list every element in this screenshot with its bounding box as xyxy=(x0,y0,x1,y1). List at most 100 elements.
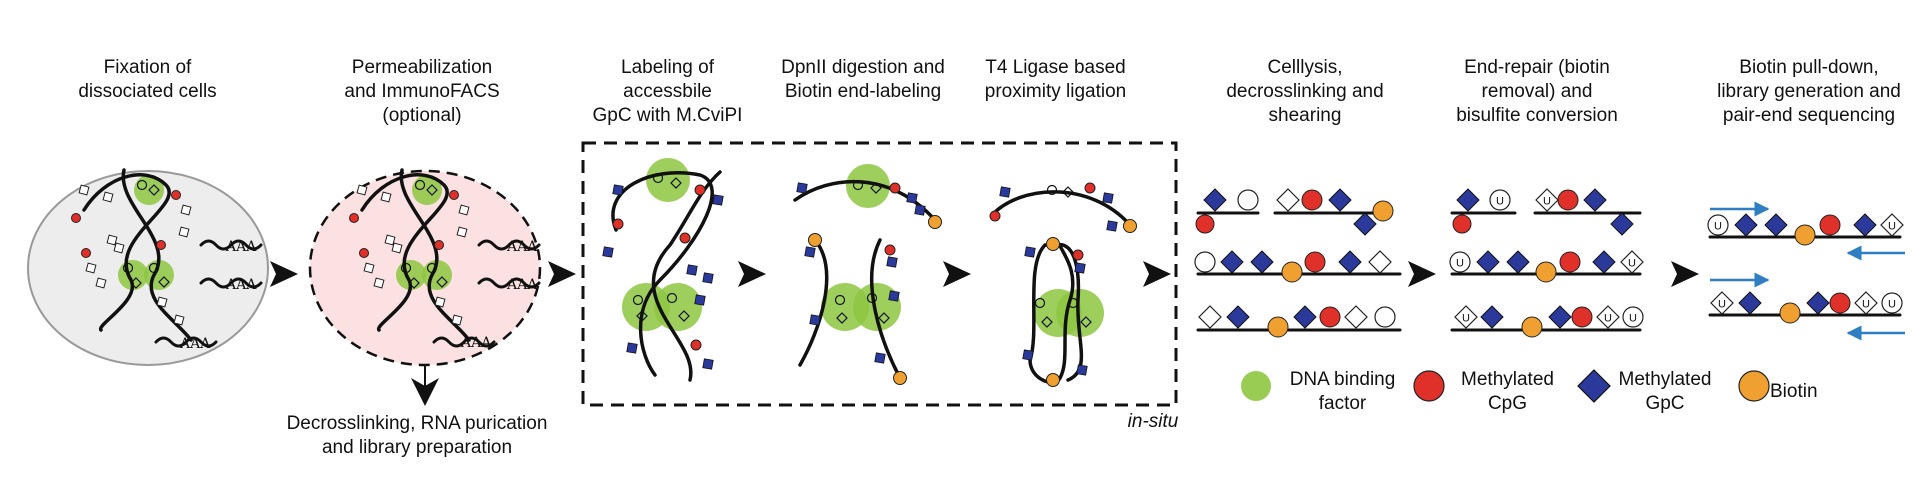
legend-symbol-methylated-gpc xyxy=(1577,369,1611,403)
methylated-gpc-mark xyxy=(804,246,816,258)
rna-transcript xyxy=(199,277,263,289)
methylated-gpc xyxy=(1338,250,1362,274)
uracil-letter: U xyxy=(1888,221,1896,233)
uracil-letter: U xyxy=(1714,221,1722,233)
methylated-gpc xyxy=(1734,213,1758,237)
methylated-cpg xyxy=(1829,292,1851,314)
uracil-letter: U xyxy=(1888,299,1896,311)
unmethylated-gpc xyxy=(1368,250,1392,274)
methylated-gpc xyxy=(1293,305,1317,329)
cpg-site xyxy=(1046,184,1058,196)
gpc-site xyxy=(426,184,438,196)
biotin xyxy=(1779,302,1801,324)
methylated-cpg xyxy=(349,213,359,223)
polya-label: AAA xyxy=(226,239,257,255)
rna-transcript xyxy=(477,277,541,289)
gpc-site xyxy=(458,204,470,216)
unmethylated-cpg xyxy=(1449,251,1471,273)
unmethylated-gpc xyxy=(1710,291,1734,315)
cpg-site xyxy=(1067,297,1079,309)
process-arrow xyxy=(1671,261,1699,287)
biotin xyxy=(1521,316,1543,338)
methylated-cpg xyxy=(1084,182,1096,194)
gpc-site xyxy=(670,177,682,189)
methylated-gpc xyxy=(1610,212,1634,236)
cpg-site xyxy=(632,294,644,306)
methylated-cpg xyxy=(1559,251,1581,273)
cpg-site xyxy=(414,179,426,191)
polya-label: AAA xyxy=(461,335,492,351)
methylated-gpc-mark xyxy=(874,352,886,364)
methylated-gpc xyxy=(1548,305,1572,329)
methylated-gpc-mark xyxy=(712,194,724,206)
polya-label: AAA xyxy=(180,336,211,352)
methylated-cpg xyxy=(71,213,81,223)
biotin xyxy=(1794,224,1816,246)
biotin xyxy=(1046,373,1060,387)
methylated-cpg xyxy=(884,244,896,256)
methylated-cpg xyxy=(612,218,624,230)
dna-strand xyxy=(611,171,714,377)
dna-strand xyxy=(651,170,722,382)
gpc-site xyxy=(870,182,882,194)
uracil-letter: U xyxy=(1629,313,1637,325)
cpg-site xyxy=(1034,297,1046,309)
methylated-cpg xyxy=(171,190,181,200)
biotin xyxy=(1046,237,1060,251)
methylated-gpc xyxy=(1226,305,1250,329)
dna-binding-factor xyxy=(846,164,890,208)
gpc-site xyxy=(356,184,368,196)
methylated-gpc-mark xyxy=(1074,262,1086,274)
legend-symbol-biotin xyxy=(1738,370,1770,402)
cpg-site xyxy=(652,172,664,184)
unmethylated-gpc xyxy=(1596,305,1620,329)
dna-binding-factor xyxy=(853,283,901,331)
gpc-site xyxy=(373,277,385,289)
cpg-site xyxy=(136,179,148,191)
methylated-gpc xyxy=(1583,188,1607,212)
methylated-cpg xyxy=(1319,306,1341,328)
process-arrow xyxy=(943,261,971,287)
methylated-cpg xyxy=(1072,249,1084,261)
methylated-gpc-mark xyxy=(809,314,821,326)
gpc-site xyxy=(451,314,463,326)
legend-symbol-methylated-cpg xyxy=(1413,370,1445,402)
methylated-gpc xyxy=(1738,291,1762,315)
methylated-cpg xyxy=(359,248,369,258)
unmethylated-cpg xyxy=(1237,189,1259,211)
gpc-site xyxy=(178,226,190,238)
methylated-cpg xyxy=(1557,189,1579,211)
gpc-site xyxy=(1062,186,1074,198)
rna-transcript xyxy=(477,239,541,251)
gpc-site xyxy=(678,310,690,322)
methylated-gpc-mark xyxy=(796,182,808,194)
methylated-gpc xyxy=(1480,305,1504,329)
methylated-gpc xyxy=(1328,188,1352,212)
methylated-gpc-mark xyxy=(906,192,918,204)
biotin xyxy=(1123,219,1137,233)
methylated-gpc xyxy=(1853,213,1877,237)
dna-strand xyxy=(1028,243,1075,384)
process-arrow xyxy=(270,261,298,287)
polya-label: AAA xyxy=(507,239,538,255)
unmethylated-gpc xyxy=(1535,188,1559,212)
methylated-cpg xyxy=(1301,189,1323,211)
cpg-site xyxy=(666,292,678,304)
methylated-cpg xyxy=(1195,214,1215,234)
biotin xyxy=(893,371,907,385)
biotin xyxy=(928,215,942,229)
methylated-gpc-mark xyxy=(694,294,706,306)
methylated-gpc-mark xyxy=(1076,364,1088,376)
methylated-gpc xyxy=(1250,250,1274,274)
unmethylated-gpc xyxy=(1454,305,1478,329)
gpc-site xyxy=(384,234,396,246)
cpg-site xyxy=(834,294,846,306)
gpc-site xyxy=(408,277,420,289)
dna-strand xyxy=(869,238,902,380)
gpc-site xyxy=(456,226,468,238)
